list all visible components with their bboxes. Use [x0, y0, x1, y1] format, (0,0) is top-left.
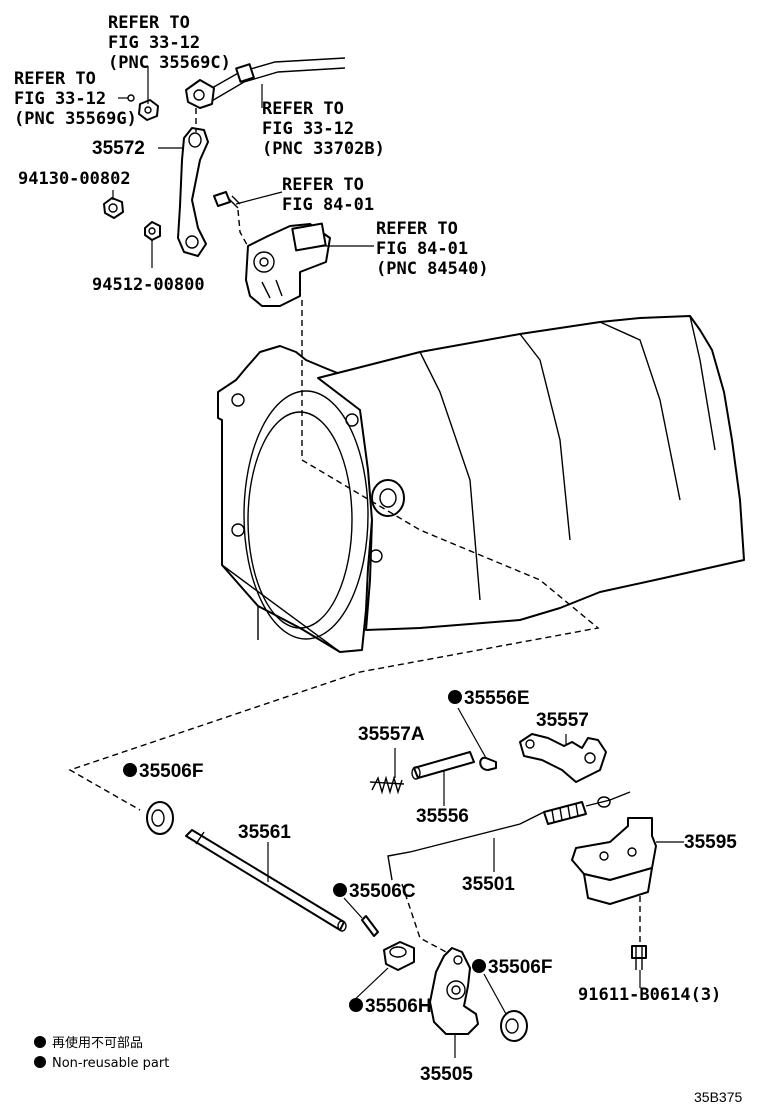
non-reusable-marker-35506f-left: [123, 763, 137, 777]
ref-33702b-line2: FIG 33-12: [262, 119, 354, 139]
pin-35506c: [361, 915, 379, 937]
ref-84540-line2: FIG 84-01: [376, 239, 468, 259]
arm-35572: [177, 108, 209, 257]
e-ring-35556e: [479, 756, 497, 771]
cable-35501: [387, 791, 631, 953]
shift-cable-top: [185, 57, 346, 109]
screw-84-01: [213, 191, 253, 255]
part-label-35506c: 35506C: [349, 881, 416, 902]
legend-line-2: Non-reusable part: [52, 1056, 169, 1071]
neutral-start-switch: [245, 222, 331, 307]
ref-84540-line1: REFER TO: [376, 219, 458, 239]
part-label-94130: 94130-00802: [18, 169, 131, 189]
part-label-94512: 94512-00800: [92, 275, 205, 295]
ref-35569c-line3: (PNC 35569C): [108, 53, 231, 73]
ref-84-01-line1: REFER TO: [282, 175, 364, 195]
legend: 再使用不可部品 Non-reusable part: [34, 1035, 169, 1071]
oil-seal-35506f-right: [500, 1010, 528, 1042]
bushing-35506h: [383, 941, 415, 971]
part-label-35561: 35561: [238, 822, 291, 843]
bolt-91611: [631, 945, 647, 970]
pin-35556: [411, 751, 475, 780]
spring-35557a: [369, 775, 405, 795]
part-label-35557: 35557: [536, 710, 589, 731]
legend-line-1: 再使用不可部品: [52, 1035, 143, 1051]
part-label-35572: 35572: [92, 138, 145, 159]
lever-35505: [429, 947, 479, 1035]
legend-marker-1: [34, 1036, 46, 1048]
ref-35569g-line2: FIG 33-12: [14, 89, 106, 109]
figure-code: 35B375: [694, 1089, 742, 1105]
non-reusable-marker-35506h: [349, 998, 363, 1012]
ref-84-01-line2: FIG 84-01: [282, 195, 374, 215]
part-label-35506h: 35506H: [365, 996, 432, 1017]
bolt-94130: [103, 197, 124, 219]
nut-35569g: [127, 94, 159, 121]
part-label-35557a: 35557A: [358, 724, 425, 745]
nut-94512: [144, 221, 161, 241]
ref-33702b-line3: (PNC 33702B): [262, 139, 385, 159]
part-label-35595: 35595: [684, 832, 737, 853]
part-label-35501: 35501: [462, 874, 515, 895]
legend-marker-2: [34, 1056, 46, 1068]
part-label-35556e: 35556E: [464, 688, 530, 709]
ref-35569g-line3: (PNC 35569G): [14, 109, 137, 129]
non-reusable-marker-35506f-right: [472, 959, 486, 973]
ref-33702b-line1: REFER TO: [262, 99, 344, 119]
part-label-35556: 35556: [416, 806, 469, 827]
part-label-35506f-right: 35506F: [488, 957, 552, 978]
bracket-35595: [571, 817, 657, 944]
part-label-35505: 35505: [420, 1064, 473, 1085]
leader-lines: [112, 66, 684, 1058]
ref-35569c-line1: REFER TO: [108, 13, 190, 33]
ref-35569c-line2: FIG 33-12: [108, 33, 200, 53]
part-label-35506f-left: 35506F: [139, 761, 203, 782]
non-reusable-marker-35556e: [448, 690, 462, 704]
detent-plate-35557: [519, 733, 607, 783]
oil-seal-35506f-left: [146, 801, 174, 835]
shaft-35561: [185, 829, 347, 932]
ref-84540-line3: (PNC 84540): [376, 259, 489, 279]
part-label-91611: 91611-B0614(3): [578, 985, 721, 1005]
non-reusable-marker-35506c: [333, 883, 347, 897]
ref-35569g-line1: REFER TO: [14, 69, 96, 89]
transmission-case: [68, 300, 745, 811]
